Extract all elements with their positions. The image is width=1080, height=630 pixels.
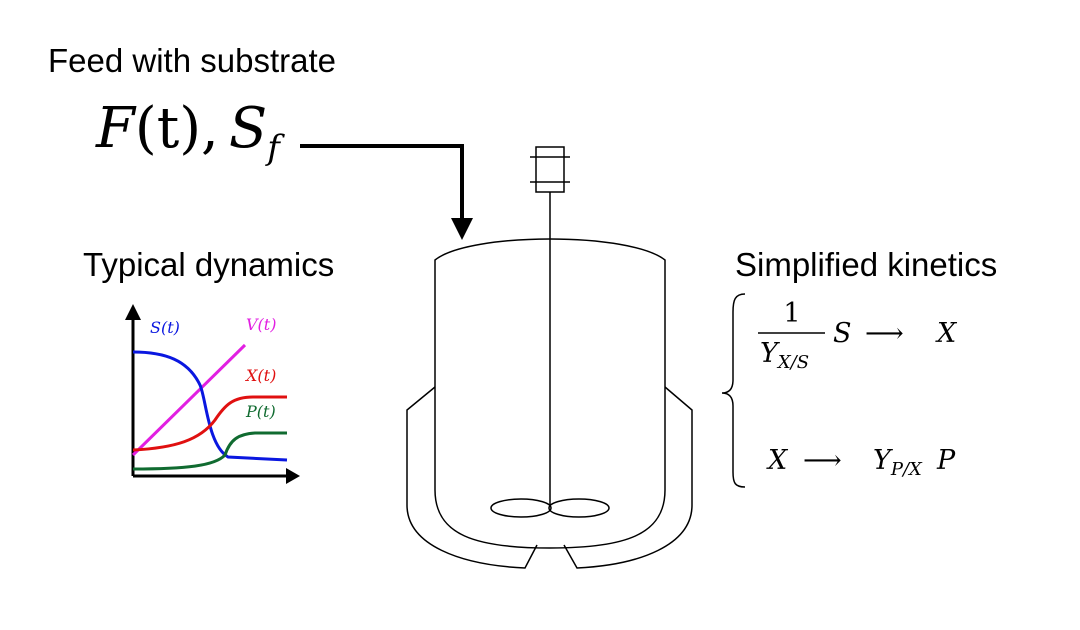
reaction-2: X ⟶ YP/X P [766,445,956,480]
kinetics-heading: Simplified kinetics [735,246,997,283]
dynamics-curve-P [132,431,287,471]
reaction-1: 1 YX/S S ⟶ X [758,298,958,373]
reaction-2-coefficient: YP/X [873,445,923,480]
dynamics-label-V: V(t) [246,315,276,334]
reaction-1-reactant: S [833,318,852,349]
reaction-1-arrow: ⟶ [865,318,904,349]
feed-symbol-t: (t), [135,96,219,161]
dynamics-y-arrow [125,304,141,320]
dynamics-label-X: X(t) [244,366,276,385]
dynamics-heading: Typical dynamics [83,246,334,283]
dynamics-curve-S [132,350,288,462]
cooling-jacket [406,386,693,569]
reaction-2-yield-sub: P/X [890,459,923,480]
reaction-2-product: P [936,445,956,476]
reactor [406,146,693,569]
dynamics-x-arrow [286,468,300,484]
feed-symbol-sub-f: f [264,128,285,168]
feed-arrow-line [300,144,464,222]
reaction-2-reactant: X [766,445,789,476]
reaction-2-arrow: ⟶ [803,445,842,476]
impeller-right-blade [548,498,610,518]
reaction-2-yield-Y: Y [873,445,893,476]
dynamics-curve-X [132,395,287,452]
dynamics-chart: S(t) V(t) X(t) P(t) [125,304,300,484]
dynamics-curve-V [131,343,247,457]
feed-heading: Feed with substrate [48,42,336,79]
reaction-1-numerator: 1 [783,298,800,329]
reaction-1-yield-Y: Y [760,338,780,369]
tank-body [434,238,666,549]
feed-arrow-head [451,218,473,240]
dynamics-label-S: S(t) [150,318,180,337]
kinetics-brace [721,293,746,488]
feed-symbol-F: F [95,96,137,161]
motor-housing [535,146,565,193]
reaction-1-yield-sub: X/S [776,352,809,373]
reaction-1-product: X [935,318,958,349]
feed-symbol-S: S [229,96,267,161]
reaction-1-denominator: YX/S [760,338,809,373]
feed-formula: F(t),Sf [95,96,285,168]
dynamics-label-P: P(t) [245,402,276,421]
impeller-left-blade [490,498,552,518]
